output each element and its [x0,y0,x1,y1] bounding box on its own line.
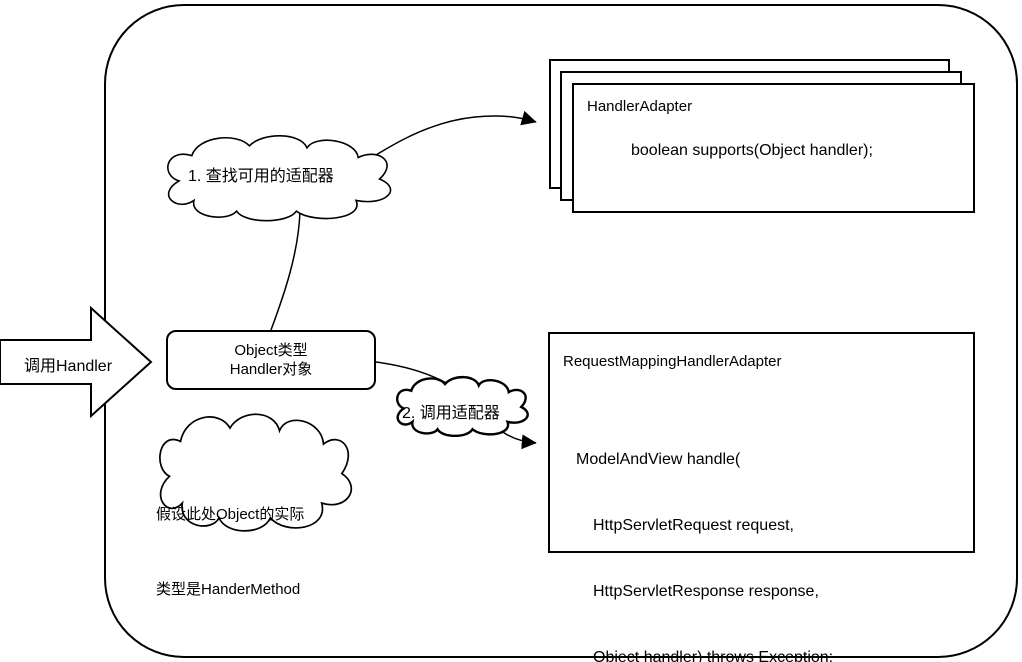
input-flow-arrow-label: 调用Handler [24,358,113,375]
handler-adapter-title: HandlerAdapter [587,98,693,115]
rmha-code-line4: Object handler) throws Exception; [593,649,834,662]
cloud-note-line1: 假设此处Object的实际 [156,506,305,523]
request-mapping-handler-adapter-box [548,332,975,553]
cloud-step1-label: 1. 查找可用的适配器 [188,168,334,185]
handler-adapter-method-signature: boolean supports(Object handler); [631,142,873,159]
rmha-code-line1: ModelAndView handle( [576,451,741,468]
cloud-note-line2: 类型是HanderMethod [156,581,301,598]
cloud-note-label: 假设此处Object的实际 类型是HanderMethod [156,452,304,652]
connector-object-to-cloud1 [270,209,301,331]
cloud-note-shape [160,414,351,531]
object-handler-line1: Object类型 [234,342,308,359]
rmha-code-line3: HttpServletResponse response, [593,583,819,600]
input-flow-arrow [0,305,153,419]
request-mapping-handler-adapter-title: RequestMappingHandlerAdapter [563,353,782,370]
cloud-step2-label: 2. 调用适配器 [402,405,500,422]
rmha-code-line2: HttpServletRequest request, [593,517,794,534]
cloud-step2-shape [397,377,527,436]
object-handler-box: Object类型 Handler对象 [166,330,376,390]
object-handler-line2: Handler对象 [229,361,313,378]
handler-adapter-stack-front [572,83,975,213]
cloud-step1-shape [168,136,391,221]
request-mapping-handler-adapter-code: ModelAndView handle( HttpServletRequest … [576,405,833,662]
